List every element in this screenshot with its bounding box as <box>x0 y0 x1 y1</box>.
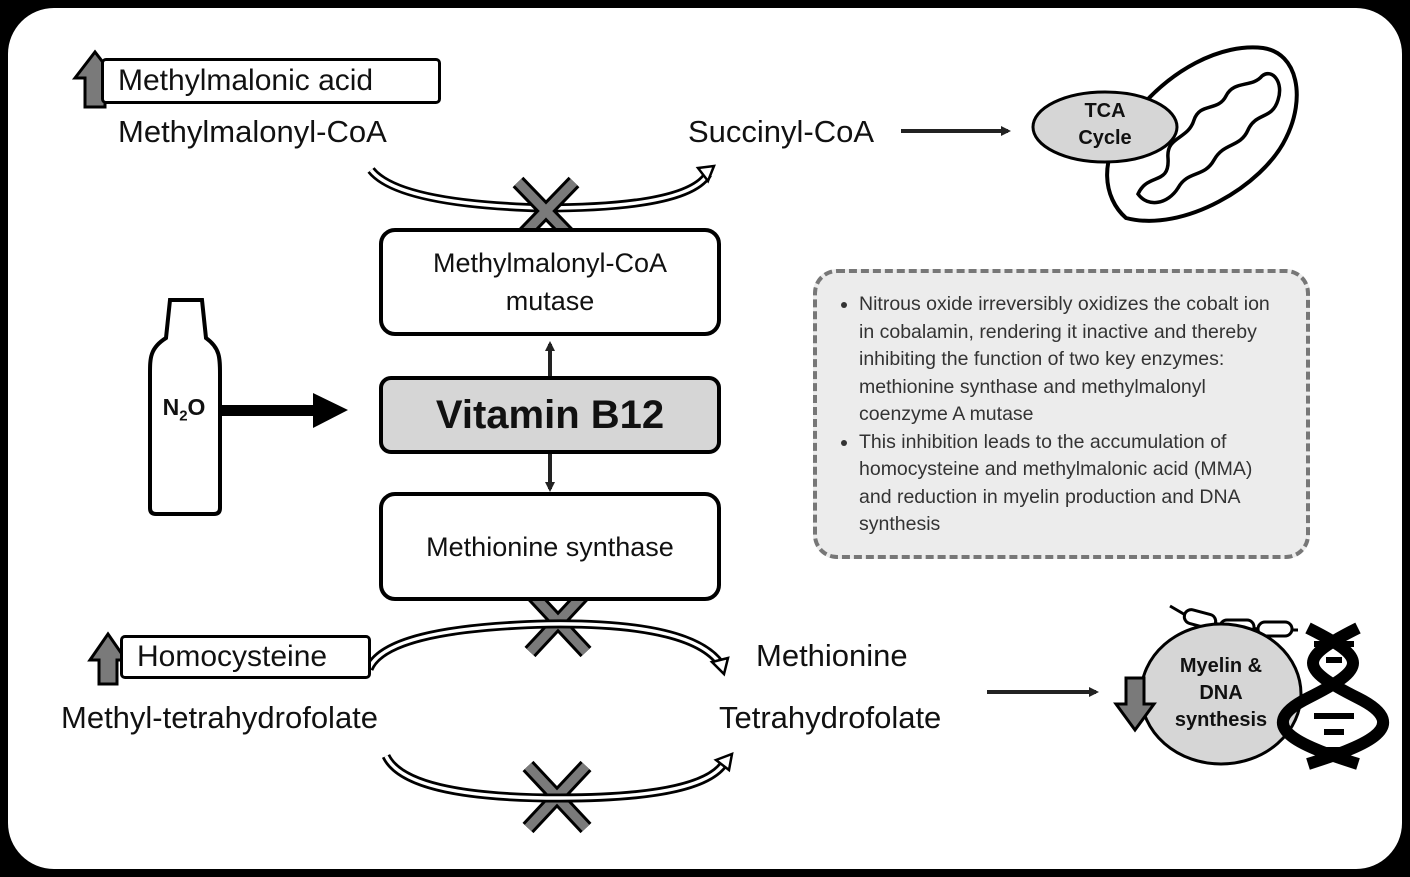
methylmalonic-acid-tag: Methylmalonic acid <box>101 58 441 104</box>
tca-cycle-label: TCA Cycle <box>1078 100 1132 149</box>
myelin-dna-label: Myelin & DNA synthesis <box>1174 655 1268 731</box>
mutase-line1: Methylmalonyl-CoA <box>432 248 668 278</box>
vitamin-b12-label: Vitamin B12 <box>435 393 665 437</box>
methylmalonyl-coa-label: Methylmalonyl-CoA <box>118 114 387 149</box>
n2o-label: N2O <box>162 394 206 425</box>
homocysteine-tag: Homocysteine <box>120 635 371 679</box>
gas-cylinder-icon <box>148 298 222 516</box>
methionine-label: Methionine <box>756 638 908 673</box>
methylmalonyl-coa-mutase-box: Methylmalonyl-CoA mutase <box>379 228 721 336</box>
down-arrow-icon <box>1113 676 1157 733</box>
vitamin-b12-box: Vitamin B12 <box>379 376 721 454</box>
pathway-graphics <box>71 45 1390 834</box>
tetrahydrofolate-label: Tetrahydrofolate <box>719 700 942 735</box>
methylmalonic-acid-label: Methylmalonic acid <box>118 64 374 97</box>
up-arrow-icon <box>87 631 129 686</box>
methionine-synthase-label: Methionine synthase <box>426 531 674 562</box>
dna-helix-icon <box>1276 622 1390 770</box>
mechanism-note: Nitrous oxide irreversibly oxidizes the … <box>813 269 1310 559</box>
curved-reaction-arrow <box>364 619 730 677</box>
tca-cycle-ellipse <box>1031 90 1179 164</box>
methionine-synthase-box: Methionine synthase <box>379 492 721 601</box>
note-item: Nitrous oxide irreversibly oxidizes the … <box>859 291 1286 429</box>
note-item: This inhibition leads to the accumulatio… <box>859 429 1286 539</box>
mutase-line2: mutase <box>505 286 595 316</box>
curved-reaction-arrow <box>381 752 734 803</box>
mitochondrion-icon <box>1031 45 1299 223</box>
homocysteine-label: Homocysteine <box>137 640 328 673</box>
n2o-arrow <box>220 393 348 428</box>
succinyl-coa-label: Succinyl-CoA <box>688 114 875 149</box>
neuron-icon <box>1139 604 1303 766</box>
methyl-tetrahydrofolate-label: Methyl-tetrahydrofolate <box>61 700 379 735</box>
diagram-canvas: Methylmalonic acid Methylmalonyl-CoA Suc… <box>8 8 1402 869</box>
